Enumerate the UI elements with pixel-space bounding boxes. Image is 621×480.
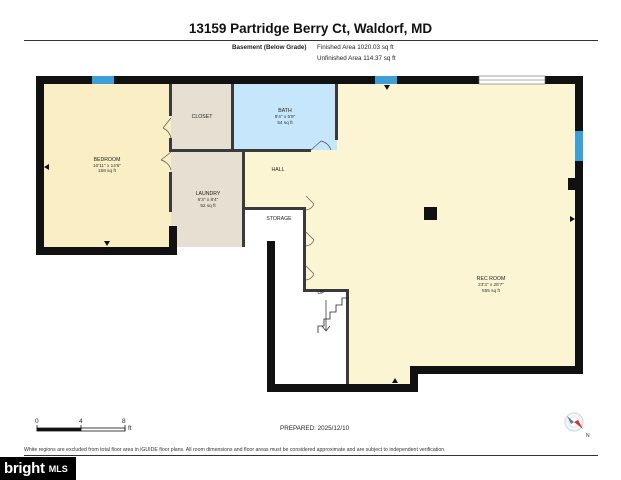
prepared-date: PREPARED: 2025/12/10 — [280, 425, 350, 432]
page-title: 13159 Partridge Berry Ct, Waldorf, MD — [188, 21, 433, 36]
bedroom-label: BEDROOM — [94, 157, 121, 163]
scale-bar — [36, 425, 126, 432]
footnote: White regions are excluded from total fl… — [24, 447, 446, 453]
bath-fill — [233, 84, 337, 150]
windows — [92, 76, 583, 161]
support-column — [424, 207, 437, 220]
logo-brand: bright — [4, 460, 45, 477]
floor-label: Basement (Below Grade) — [232, 44, 307, 51]
door-swings — [160, 117, 332, 281]
rec-room-area: 555 sq ft — [482, 288, 501, 293]
laundry-label: LAUNDRY — [196, 191, 221, 197]
rec-room-fill — [243, 84, 575, 384]
scale-label-4: 4 — [79, 418, 83, 425]
finished-area: Finished Area 1020.03 sq ft — [317, 44, 394, 51]
laundry-dims: 6'3" x 8'4" — [198, 197, 219, 202]
closet-fill — [171, 84, 233, 150]
hall-label: HALL — [272, 167, 285, 173]
closet-label: CLOSET — [192, 114, 214, 120]
stairs — [317, 297, 349, 333]
bath-area: 54 sq ft — [277, 120, 293, 125]
exterior-walls — [36, 76, 583, 392]
logo-suffix: MLS — [48, 463, 68, 474]
storage-label: STORAGE — [266, 216, 292, 222]
rec-room-dims: 23'3" x 26'7" — [478, 282, 504, 287]
bedroom-area: 158 sq ft — [98, 168, 117, 173]
bedroom-dims: 10'11" x 14'6" — [93, 163, 121, 168]
stair-arrow — [321, 300, 331, 332]
scale-label-0: 0 — [35, 418, 39, 425]
interior-walls — [169, 84, 349, 384]
laundry-fill — [171, 150, 243, 247]
rec-room-label: REC ROOM — [477, 276, 506, 282]
compass-north-label: N — [586, 433, 590, 439]
laundry-area: 52 sq ft — [200, 203, 216, 208]
header-divider — [24, 40, 598, 41]
wall-markers — [44, 85, 575, 383]
bedroom-fill — [44, 84, 171, 247]
compass-icon — [564, 412, 584, 432]
footer-divider — [24, 455, 598, 456]
scale-unit: ft — [128, 425, 132, 432]
bath-dims: 9'4" x 5'9" — [275, 114, 296, 119]
stairs-up-label: UP — [317, 290, 325, 296]
unfinished-area: Unfinished Area 114.37 sq ft — [317, 55, 396, 62]
bath-label: BATH — [278, 108, 292, 114]
bright-mls-logo: bright MLS — [0, 457, 76, 480]
scale-label-8: 8 — [122, 418, 126, 425]
